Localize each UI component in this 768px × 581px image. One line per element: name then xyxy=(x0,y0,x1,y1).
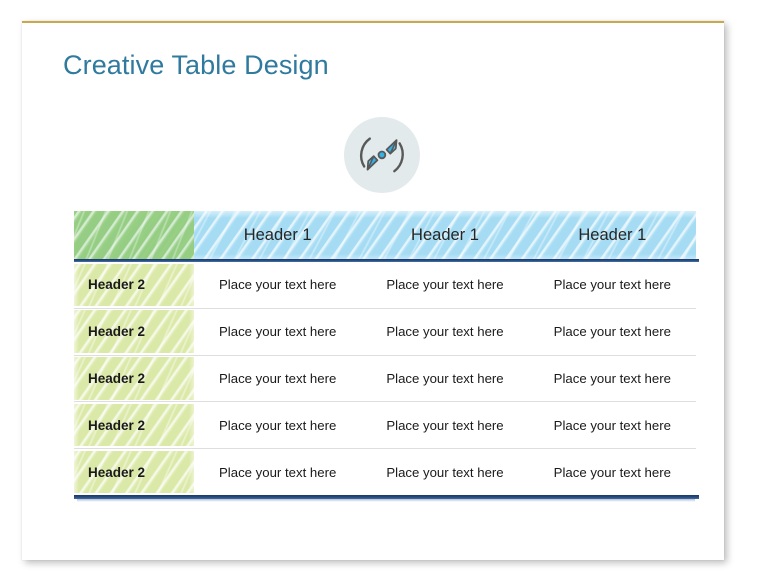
table-cell[interactable]: Place your text here xyxy=(553,417,671,433)
table-cell[interactable]: Place your text here xyxy=(386,324,504,340)
table-cell[interactable]: Place your text here xyxy=(219,464,337,480)
table-row: Header 2 Place your text here Place your… xyxy=(74,309,696,356)
page-title: Creative Table Design xyxy=(63,50,329,80)
table-cell[interactable]: Place your text here xyxy=(386,464,504,480)
column-header-1[interactable]: Header 1 xyxy=(243,225,312,244)
column-header-3[interactable]: Header 1 xyxy=(578,225,647,244)
row-header-cell[interactable]: Header 2 xyxy=(74,356,194,402)
column-header-2[interactable]: Header 1 xyxy=(411,225,479,244)
header-corner-green-scribble xyxy=(74,211,194,259)
row-header-green-scribble xyxy=(74,357,194,400)
row-header-cell[interactable]: Header 2 xyxy=(74,262,194,308)
table-row: Header 2 Place your text here Place your… xyxy=(74,449,696,495)
row-header-green-scribble xyxy=(74,403,194,447)
table-cell[interactable]: Place your text here xyxy=(219,370,337,386)
column-header-labels: Header 1 Header 1 Header 1 xyxy=(194,211,696,259)
table-cell[interactable]: Place your text here xyxy=(219,417,337,433)
row-header-cell[interactable]: Header 2 xyxy=(74,309,194,355)
row-header-cell[interactable]: Header 2 xyxy=(74,449,194,495)
presentation-slide: Creative Table Design Header 1 Header 1 xyxy=(22,21,724,560)
header-underline-rule xyxy=(74,259,699,262)
row-header-green-scribble xyxy=(74,310,194,353)
table-row: Header 2 Place your text here Place your… xyxy=(74,262,696,309)
row-header-label: Header 2 xyxy=(88,324,146,340)
row-header-label: Header 2 xyxy=(88,464,146,480)
row-header-label: Header 2 xyxy=(88,417,146,433)
table-bottom-rule xyxy=(74,494,699,502)
row-header-label: Header 2 xyxy=(88,370,146,386)
table-cell[interactable]: Place your text here xyxy=(386,277,504,293)
table-cell[interactable]: Place your text here xyxy=(553,370,671,386)
compass-navigation-icon xyxy=(359,137,404,173)
table-body: Header 2 Place your text here Place your… xyxy=(74,262,696,495)
row-header-green-scribble xyxy=(74,450,194,494)
table-cell[interactable]: Place your text here xyxy=(553,277,671,293)
table-cell[interactable]: Place your text here xyxy=(219,277,337,293)
table-cell[interactable]: Place your text here xyxy=(386,417,504,433)
table-cell[interactable]: Place your text here xyxy=(219,324,337,340)
table-header-row: Header 1 Header 1 Header 1 xyxy=(74,211,696,259)
table-row: Header 2 Place your text here Place your… xyxy=(74,356,696,403)
table-cell[interactable]: Place your text here xyxy=(553,324,671,340)
row-header-label: Header 2 xyxy=(88,277,146,293)
table-cell[interactable]: Place your text here xyxy=(553,464,671,480)
decorative-icon xyxy=(344,117,420,193)
table-row: Header 2 Place your text here Place your… xyxy=(74,402,696,450)
row-header-green-scribble xyxy=(74,263,194,306)
table-cell[interactable]: Place your text here xyxy=(386,370,504,386)
creative-table: Header 1 Header 1 Header 1 Header 2 Plac… xyxy=(74,211,699,502)
row-header-cell[interactable]: Header 2 xyxy=(74,402,194,448)
